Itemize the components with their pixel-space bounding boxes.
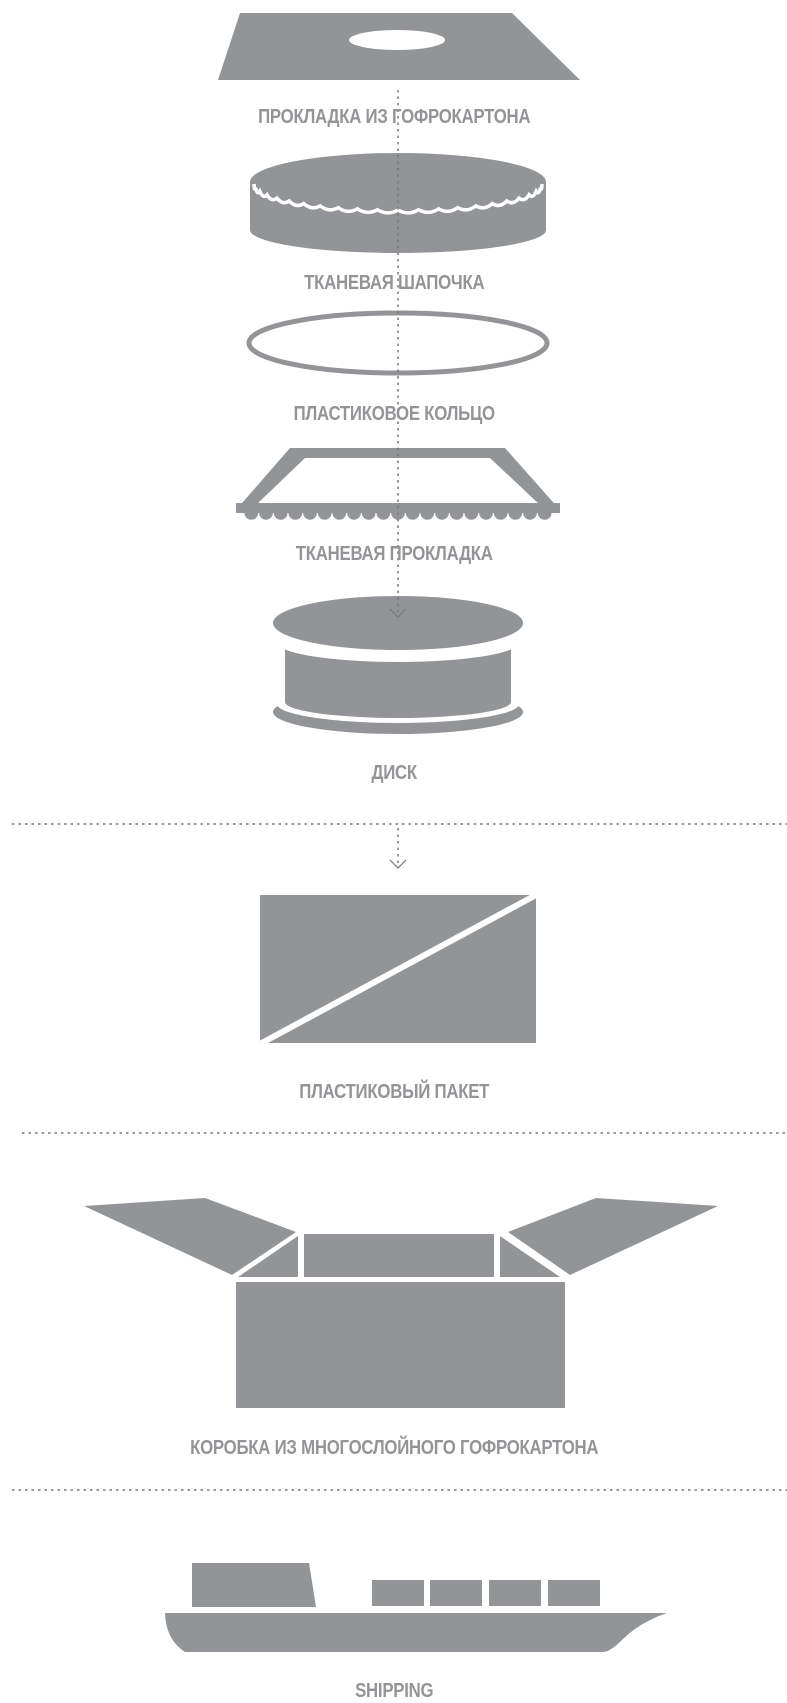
fabric-pad-label: ТКАНЕВАЯ ПРОКЛАДКА bbox=[295, 543, 493, 565]
stack-guide-line bbox=[389, 90, 407, 618]
plastic-bag-label: ПЛАСТИКОВЫЙ ПАКЕТ bbox=[299, 1081, 490, 1103]
plastic-ring-label: ПЛАСТИКОВОЕ КОЛЬЦО bbox=[293, 403, 495, 425]
plastic-bag-icon bbox=[256, 892, 538, 1048]
shipping-label: SHIPPING bbox=[355, 1680, 434, 1702]
cargo-ship-icon bbox=[165, 1563, 667, 1652]
cardboard-pad-label: ПРОКЛАДКА ИЗ ГОФРОКАРТОНА bbox=[258, 106, 531, 128]
disc-label: ДИСК bbox=[371, 762, 418, 784]
box-label: КОРОБКА ИЗ МНОГОСЛОЙНОГО ГОФРОКАРТОНА bbox=[190, 1437, 599, 1459]
bag-guide-arrow bbox=[389, 828, 407, 869]
fabric-cap-label: ТКАНЕВАЯ ШАПОЧКА bbox=[304, 272, 485, 294]
fabric-pad-icon bbox=[236, 448, 560, 520]
cardboard-pad-icon bbox=[218, 13, 580, 80]
disc-icon bbox=[273, 596, 523, 734]
open-box-icon bbox=[84, 1198, 718, 1408]
